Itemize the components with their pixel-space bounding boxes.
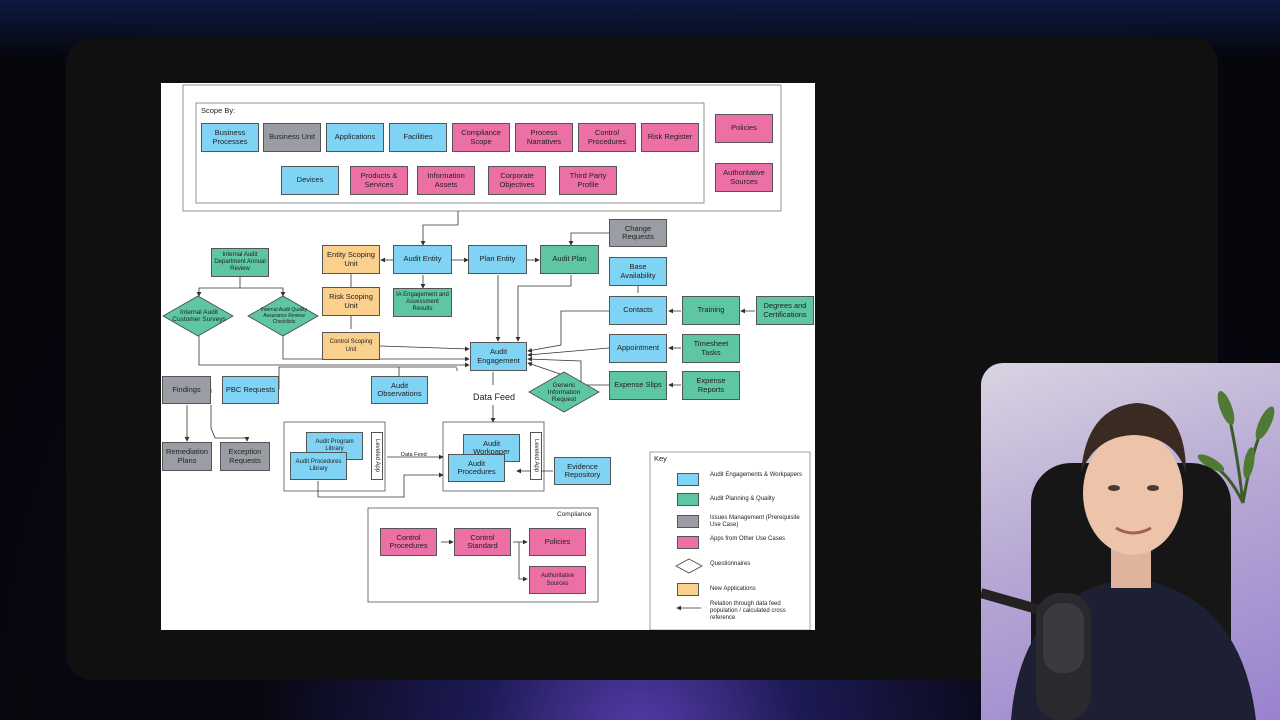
ia-engagement-results-node: IA Engagement and Assessment Results: [393, 288, 452, 317]
remediation-plans-node: Remediation Plans: [162, 442, 212, 471]
leveled-app-label: Leveled App: [530, 432, 542, 480]
scope-side-item: Authoritative Sources: [715, 163, 773, 192]
generic-info-node: Generic Information Request: [547, 381, 581, 403]
key-item-label: Audit Engagements & Workpapers: [710, 472, 802, 478]
leveled-app-label: Leveled App: [371, 432, 383, 480]
scope-item: Applications: [326, 123, 384, 152]
scope-item: Products & Services: [350, 166, 408, 195]
compliance-item: Authoritative Sources: [529, 566, 586, 594]
key-swatch: [677, 493, 699, 506]
audit-diagram-slide: Scope By: Business Processes Business Un…: [161, 83, 815, 630]
key-swatch: [677, 515, 699, 528]
plan-entity-node: Plan Entity: [468, 245, 527, 274]
scope-item: Information Assets: [417, 166, 475, 195]
key-swatch: [677, 536, 699, 549]
key-swatch: [677, 583, 699, 596]
audit-entity-node: Audit Entity: [393, 245, 452, 274]
change-requests-node: Change Requests: [609, 219, 667, 247]
compliance-item: Policies: [529, 528, 586, 556]
expense-reports-node: Expense Reports: [682, 371, 740, 400]
scope-item: Third Party Profile: [559, 166, 617, 195]
base-availability-node: Base Availability: [609, 257, 667, 286]
qa-checklists-node: Internal Audit Quality Assurance Review …: [260, 307, 308, 325]
key-item-label: Questionnaires: [710, 561, 751, 567]
key-item-label: Audit Planning & Quality: [710, 496, 775, 502]
training-node: Training: [682, 296, 740, 325]
timesheet-node: Timesheet Tasks: [682, 334, 740, 363]
scope-side-item: Policies: [715, 114, 773, 143]
scope-item: Control Procedures: [578, 123, 636, 152]
scope-item: Corporate Objectives: [488, 166, 546, 195]
audit-procedures-node: Audit Procedures: [448, 454, 505, 482]
control-scoping-node: Control Scoping Unit: [322, 332, 380, 360]
key-item-label: Issues Management (Prerequisite Use Case…: [710, 515, 800, 528]
customer-surveys-node: Internal Audit Customer Surveys: [172, 309, 226, 323]
scope-item: Business Unit: [263, 123, 321, 152]
audit-observations-node: Audit Observations: [371, 376, 428, 404]
scope-item: Risk Register: [641, 123, 699, 152]
internal-audit-review-node: Internal Audit Department Annual Review: [211, 248, 269, 277]
key-title: Key: [654, 454, 667, 463]
scope-item: Devices: [281, 166, 339, 195]
presenter-figure: [981, 390, 1275, 720]
connector-lines: [162, 84, 811, 630]
key-item-label: Relation through data feed population / …: [710, 601, 786, 621]
contacts-node: Contacts: [609, 296, 667, 325]
scope-item: Business Processes: [201, 123, 259, 152]
audit-plan-node: Audit Plan: [540, 245, 599, 274]
key-item-label: Apps from Other Use Cases: [710, 536, 786, 542]
scope-item: Compliance Scope: [452, 123, 510, 152]
appointment-node: Appointment: [609, 334, 667, 363]
compliance-item: Control Standard: [454, 528, 511, 556]
scope-item: Process Narratives: [515, 123, 573, 152]
expense-slips-node: Expense Slips: [609, 371, 667, 400]
pbc-requests-node: PBC Requests: [222, 376, 279, 404]
key-swatch: [677, 473, 699, 486]
findings-node: Findings: [162, 376, 211, 404]
data-feed-label: Data Feed: [473, 392, 516, 402]
exception-requests-node: Exception Requests: [220, 442, 270, 471]
risk-scoping-node: Risk Scoping Unit: [322, 287, 380, 316]
scope-by-label: Scope By:: [201, 106, 236, 115]
compliance-label: Compliance: [557, 511, 592, 518]
entity-scoping-node: Entity Scoping Unit: [322, 245, 380, 274]
scope-item: Facilities: [389, 123, 447, 152]
evidence-repository-node: Evidence Repository: [554, 457, 611, 485]
degrees-node: Degrees and Certifications: [756, 296, 814, 325]
presenter-webcam: [981, 363, 1280, 720]
data-feed-small-label: Data Feed: [401, 452, 427, 458]
key-item-label: New Applications: [710, 586, 756, 592]
compliance-item: Control Procedures: [380, 528, 437, 556]
audit-procedures-library-node: Audit Procedures Library: [290, 452, 347, 480]
audit-engagement-node: Audit Engagement: [470, 342, 527, 371]
